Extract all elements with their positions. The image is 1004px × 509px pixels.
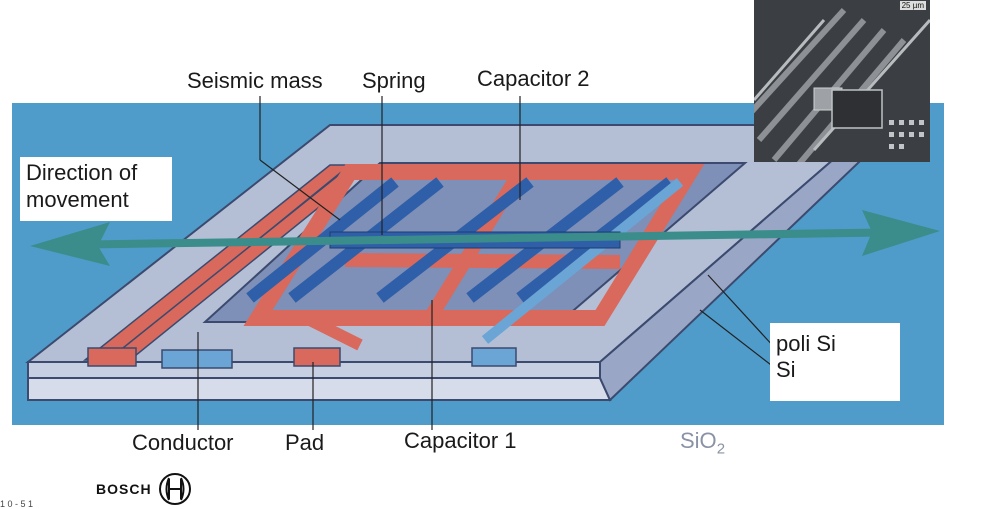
sem-scale-bar: 25 µm [899,1,926,10]
bosch-wordmark: BOSCH [96,481,152,497]
label-pad: Pad [285,430,325,455]
sem-image [754,0,930,162]
footnote: 1 0 - 5 1 [0,499,34,509]
pad-center [293,347,341,367]
label-spring: Spring [362,68,426,93]
substrate-base [27,377,612,401]
label-capacitor-2: Capacitor 2 [477,66,590,91]
label-si: Si [776,357,796,382]
seismic-mass-frame [243,164,705,326]
label-seismic-mass: Seismic mass [187,68,323,93]
pad-right [471,347,517,367]
leader-lines [197,96,776,430]
label-conductor: Conductor [132,430,234,455]
label-capacitor-1: Capacitor 1 [404,428,517,453]
direction-label-line1: Direction of [26,160,138,185]
bosch-logo: BOSCH [96,472,192,506]
pad-connector [307,314,363,351]
direction-label-line2: movement [26,187,129,212]
direction-arrow [30,210,940,266]
direction-label-box: Direction of movement [20,157,172,221]
substrate-side [599,123,882,402]
capacitor-lead [481,178,684,344]
label-sio2: SiO2 [680,428,725,457]
material-label-box: poli Si Si [770,323,900,401]
bosch-armature-icon [158,473,191,505]
conductor-pad [161,349,233,369]
label-sio2-sub: 2 [716,440,726,458]
pad-left [87,347,137,367]
sem-micrograph-inset: 25 µm [754,0,930,162]
label-sio2-main: SiO [680,428,717,453]
label-poli-si: poli Si [776,331,836,356]
